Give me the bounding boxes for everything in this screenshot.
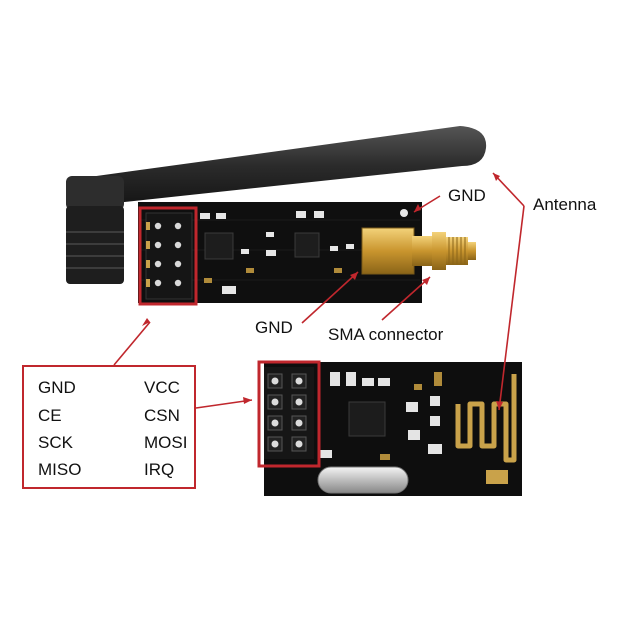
pin-label-gnd: GND — [38, 378, 76, 397]
gnd-bottom-label: GND — [255, 318, 293, 337]
top-header-highlight — [138, 206, 198, 306]
bottom-header-highlight — [257, 360, 321, 468]
pin-label-mosi: MOSI — [144, 433, 188, 452]
pin-label-vcc: VCC — [144, 378, 180, 397]
pin-label-irq: IRQ — [144, 460, 175, 479]
antenna-label: Antenna — [533, 195, 597, 214]
sma-connector-label: SMA connector — [328, 325, 444, 344]
top-pcb-board — [138, 202, 422, 303]
bottom-pcb-board — [264, 362, 522, 496]
pinout-callout-box: GND CE SCK MISO VCC CSN MOSI IRQ — [22, 365, 196, 489]
gnd-top-label: GND — [448, 186, 486, 205]
sma-connector-part — [361, 227, 476, 275]
pin-label-ce: CE — [38, 406, 62, 425]
pin-label-miso: MISO — [38, 460, 82, 479]
callout-arrowheads — [142, 173, 503, 410]
rubber-antenna — [66, 126, 487, 284]
pin-label-sck: SCK — [38, 433, 73, 452]
pin-label-csn: CSN — [144, 406, 180, 425]
